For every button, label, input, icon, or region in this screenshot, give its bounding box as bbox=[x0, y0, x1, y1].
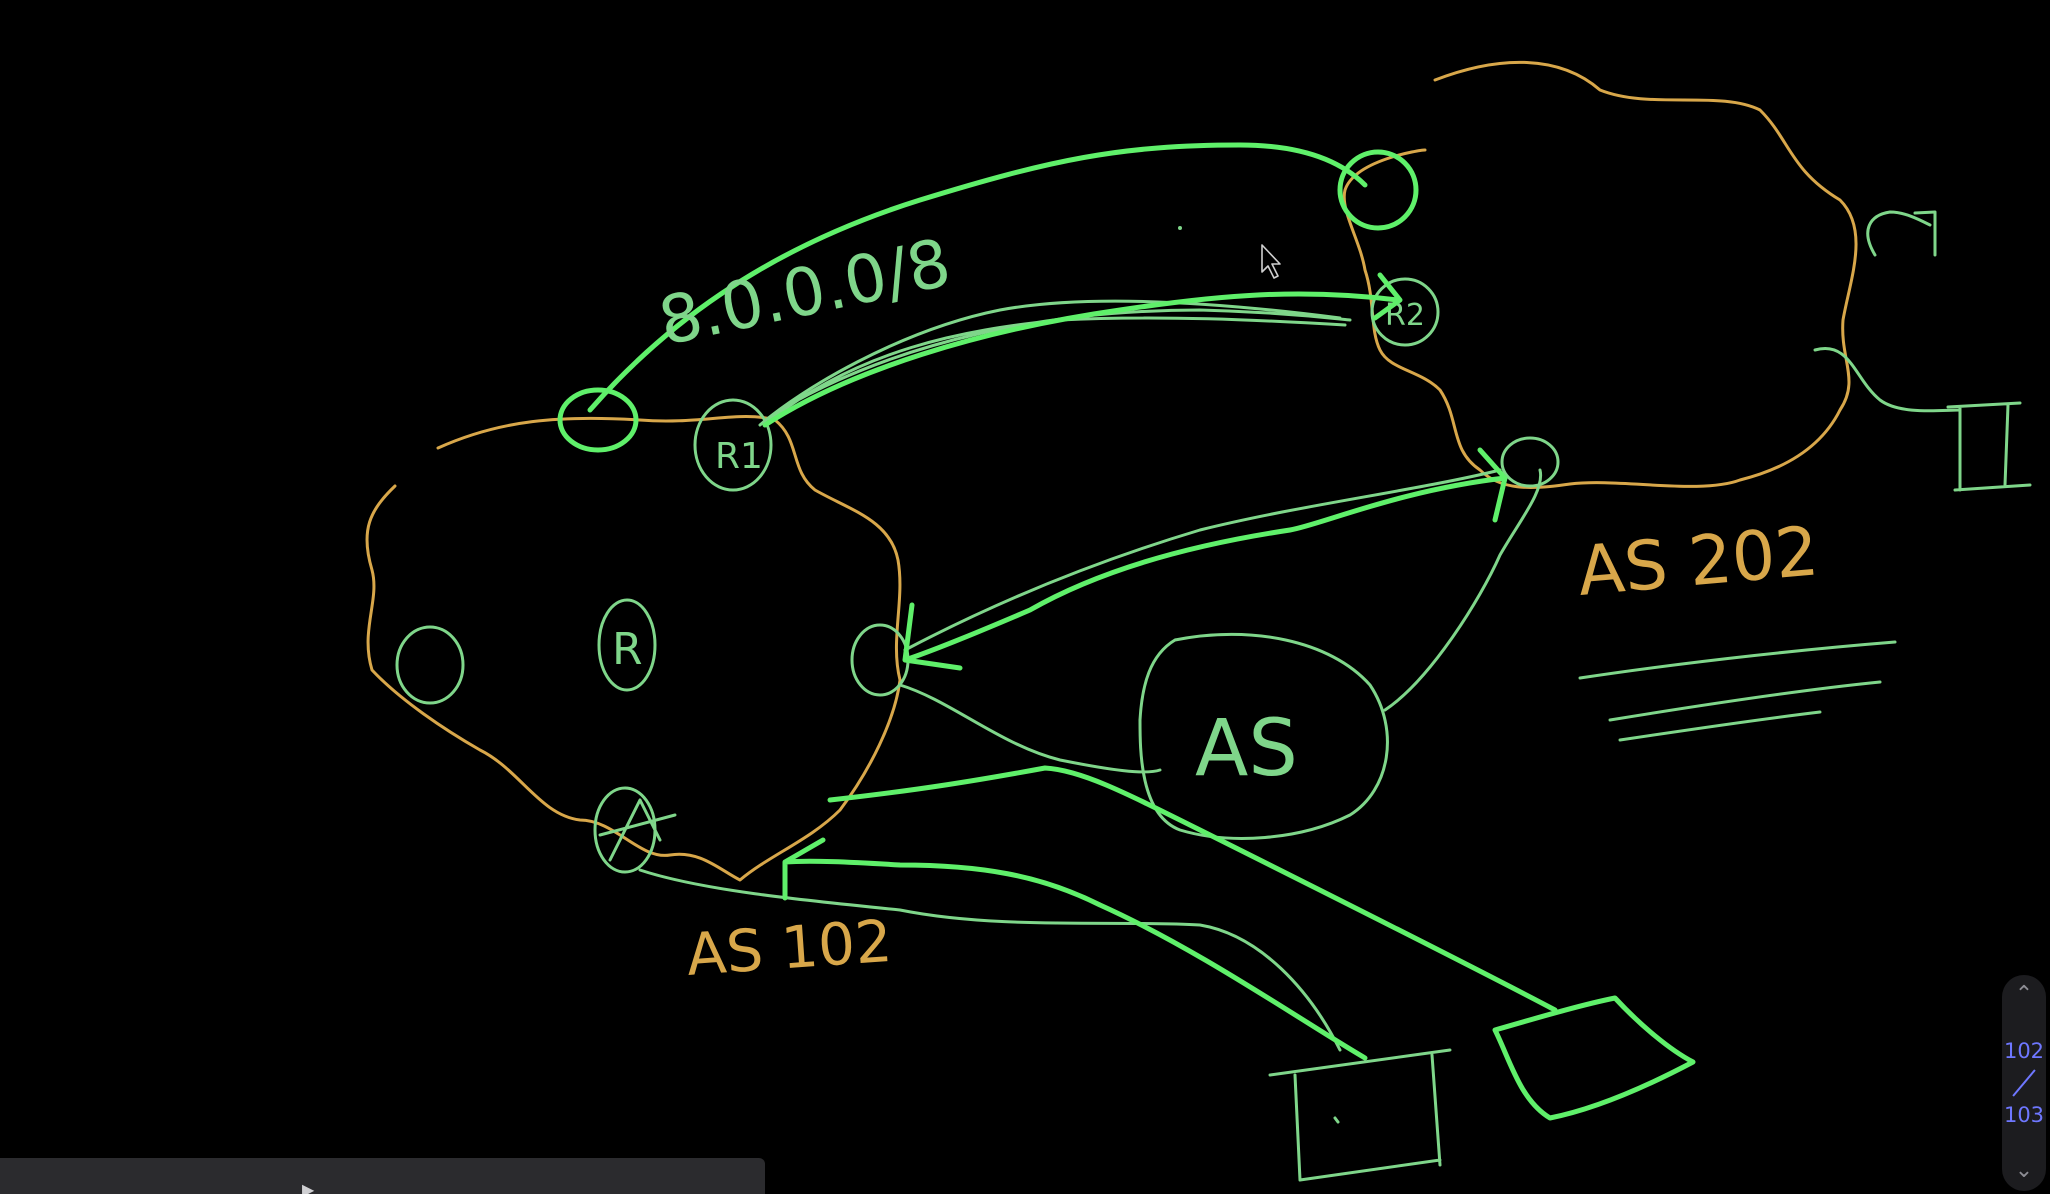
stray-dot bbox=[1178, 226, 1182, 230]
as202-boundary bbox=[1342, 60, 1858, 489]
arrow-border-to-as102 bbox=[902, 447, 1508, 671]
arrow-server-to-bottom bbox=[782, 837, 1368, 1061]
router-bottom-mark bbox=[598, 798, 677, 862]
router-r2-label: R2 bbox=[1385, 298, 1425, 333]
as102-label: AS 102 bbox=[684, 907, 894, 989]
arrow-r1-to-r2 bbox=[762, 272, 1403, 428]
router-g-mark bbox=[1866, 210, 1937, 257]
router-r bbox=[597, 598, 657, 692]
page-separator bbox=[2012, 1069, 2036, 1097]
chevron-up-icon[interactable]: ⌃ bbox=[2014, 982, 2034, 1007]
as-middle-circle bbox=[1138, 632, 1389, 840]
link-border-to-edge bbox=[903, 468, 1502, 652]
router-top-right bbox=[1337, 149, 1419, 231]
router-r1 bbox=[693, 398, 773, 492]
link-bottom-to-server bbox=[638, 868, 1342, 1052]
page-navigator: ⌃ 102 103 ⌄ bbox=[2002, 975, 2046, 1191]
router-left bbox=[395, 625, 465, 705]
link-as-to-border-right bbox=[1383, 468, 1543, 712]
host-right bbox=[1946, 401, 2032, 492]
arrow-host-to-as102 bbox=[827, 765, 1558, 1013]
router-r2 bbox=[1370, 277, 1440, 347]
arrow-top-left-to-top-right bbox=[587, 142, 1368, 413]
as-middle-label: AS bbox=[1195, 704, 1298, 794]
host-diamond bbox=[1492, 995, 1696, 1121]
as202-underline bbox=[1578, 640, 1897, 742]
play-icon[interactable]: ▶ bbox=[302, 1180, 315, 1194]
as202-label: AS 202 bbox=[1575, 512, 1822, 612]
router-r1-label: R1 bbox=[715, 436, 763, 477]
chevron-down-icon[interactable]: ⌄ bbox=[2014, 1158, 2034, 1183]
router-border-right bbox=[1500, 436, 1560, 488]
current-page-number: 102 bbox=[2003, 1039, 2045, 1063]
player-control-bar[interactable]: ▶ bbox=[0, 1158, 765, 1194]
server-bottom bbox=[1268, 1048, 1452, 1182]
page-indicator: 102 103 bbox=[2004, 1038, 2044, 1128]
link-as-to-as102 bbox=[898, 683, 1162, 774]
mouse-cursor-icon bbox=[1261, 244, 1281, 279]
router-r-label: R bbox=[612, 624, 643, 675]
router-top-left bbox=[557, 387, 639, 453]
link-as202-to-host bbox=[1813, 346, 1962, 413]
total-pages-number: 103 bbox=[2003, 1103, 2045, 1127]
